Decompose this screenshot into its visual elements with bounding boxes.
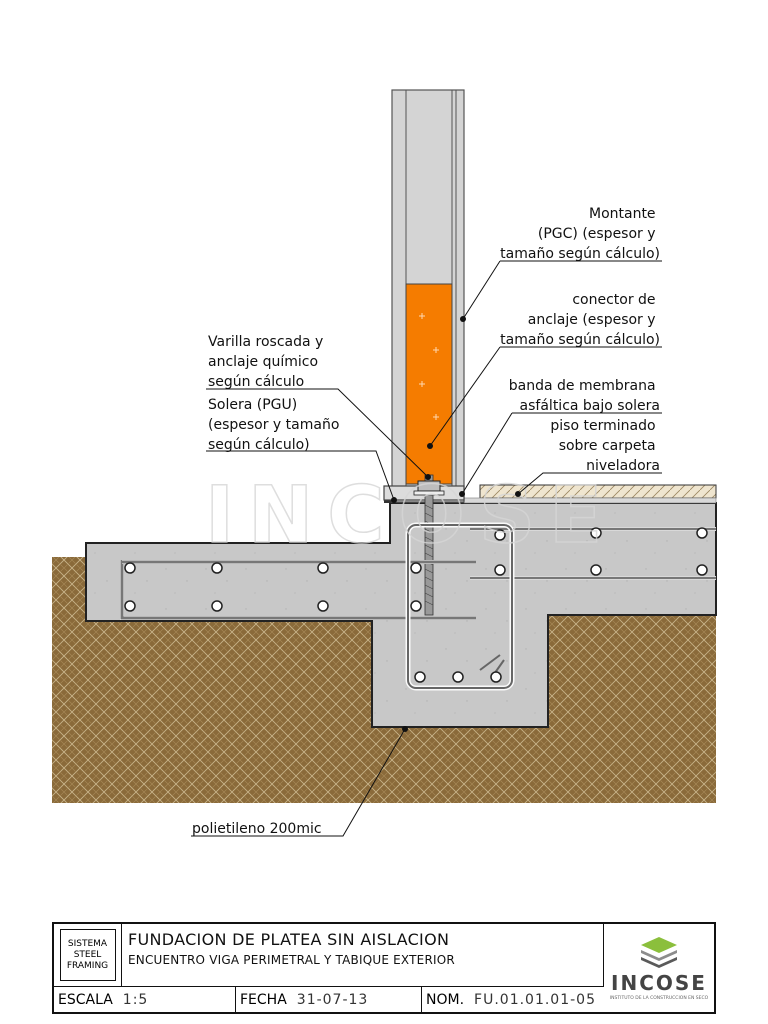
logo-wordmark: INCOSE bbox=[611, 970, 707, 995]
logo-tagline: INSTITUTO DE LA CONSTRUCCION EN SECO bbox=[609, 995, 709, 1001]
scale-cell: ESCALA 1:5 bbox=[54, 987, 236, 1013]
title-block-info-row: ESCALA 1:5 FECHA 31-07-13 NOM. FU.01.01.… bbox=[54, 986, 604, 1013]
label-montante: Montante (PGC) (espesor y tamaño según c… bbox=[500, 206, 660, 262]
leader-dots bbox=[391, 316, 521, 732]
drawing-title: FUNDACION DE PLATEA SIN AISLACION bbox=[128, 930, 450, 949]
leader-lines bbox=[191, 260, 662, 837]
date-label: FECHA bbox=[240, 992, 287, 1008]
anchor-connector bbox=[405, 283, 453, 485]
label-conector: conector de anclaje (espesor y tamaño se… bbox=[500, 292, 660, 348]
label-solera: Solera (PGU) (espesor y tamaño según cál… bbox=[208, 397, 344, 453]
watermark: INCOSE bbox=[205, 471, 616, 561]
connector-screws bbox=[419, 313, 439, 420]
label-banda: banda de membrana asfáltica bajo solera bbox=[509, 378, 660, 414]
logo-layers-icon bbox=[641, 936, 677, 968]
scale-label: ESCALA bbox=[58, 992, 113, 1008]
number-label: NOM. bbox=[426, 992, 465, 1008]
label-piso: piso terminado sobre carpeta niveladora bbox=[550, 418, 660, 474]
number-value: FU.01.01.01-05 bbox=[474, 992, 596, 1008]
concrete-slab-beam bbox=[85, 502, 717, 728]
drawing-titles: FUNDACION DE PLATEA SIN AISLACION ENCUEN… bbox=[122, 924, 604, 986]
label-varilla: Varilla roscada y anclaje químico según … bbox=[208, 334, 328, 390]
system-line-2: STEEL bbox=[73, 949, 102, 960]
date-cell: FECHA 31-07-13 bbox=[236, 987, 422, 1013]
beam-rebar-cage bbox=[120, 560, 476, 620]
number-cell: NOM. FU.01.01.01-05 bbox=[422, 987, 604, 1013]
title-block: SISTEMA STEEL FRAMING FUNDACION DE PLATE… bbox=[52, 922, 716, 1014]
scale-value: 1:5 bbox=[122, 992, 149, 1008]
system-line-3: FRAMING bbox=[66, 960, 109, 971]
label-polietileno: polietileno 200mic bbox=[192, 821, 322, 837]
system-badge: SISTEMA STEEL FRAMING bbox=[54, 924, 122, 986]
rebar-bars bbox=[124, 527, 708, 683]
date-value: 31-07-13 bbox=[296, 992, 369, 1008]
system-line-1: SISTEMA bbox=[67, 938, 108, 949]
incose-logo: INCOSE INSTITUTO DE LA CONSTRUCCION EN S… bbox=[604, 924, 714, 1012]
drawing-subtitle: ENCUENTRO VIGA PERIMETRAL Y TABIQUE EXTE… bbox=[128, 953, 455, 967]
